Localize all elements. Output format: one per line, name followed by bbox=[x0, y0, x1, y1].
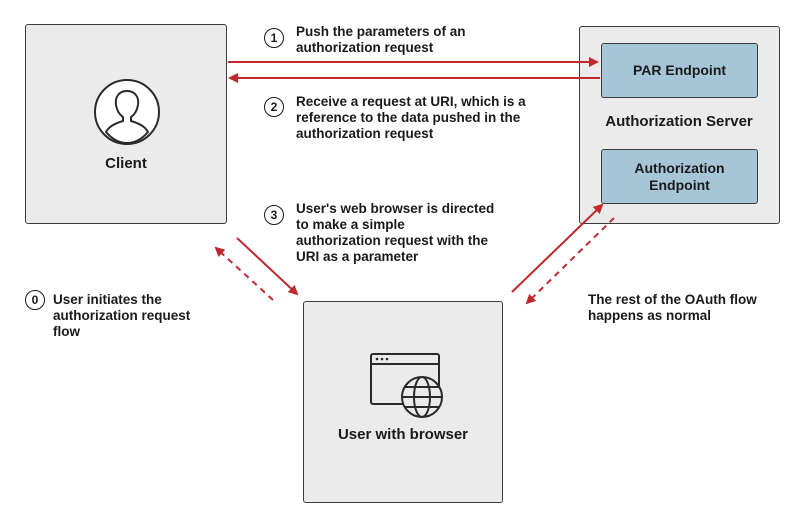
arrow-user-initiates bbox=[214, 246, 274, 301]
arrow-authorization-request bbox=[511, 203, 604, 293]
step-0-line: User initiates the bbox=[53, 292, 162, 307]
authorization-endpoint-box: Authorization Endpoint bbox=[601, 149, 758, 204]
step-0-line: authorization request bbox=[53, 308, 191, 323]
step-1-badge: 1 bbox=[264, 28, 284, 48]
authorization-endpoint-label-line1: Authorization bbox=[634, 159, 725, 176]
arrow-rest-of-flow bbox=[525, 217, 615, 305]
rest-of-flow-line: The rest of the OAuth flow bbox=[588, 292, 757, 307]
step-2-line: Receive a request at URI, which is a bbox=[296, 94, 526, 109]
authorization-server-label: Authorization Server bbox=[605, 113, 753, 130]
arrow-redirect-browser bbox=[236, 237, 299, 296]
step-3-badge: 3 bbox=[264, 205, 284, 225]
user-browser-box: User with browser bbox=[303, 301, 503, 503]
authorization-server-box: PAR Endpoint Authorization Server Author… bbox=[579, 26, 780, 224]
step-1-text: Push the parameters of an authorization … bbox=[296, 24, 466, 56]
step-2-line: authorization request bbox=[296, 126, 434, 141]
step-0-badge: 0 bbox=[25, 290, 45, 310]
step-1-line: authorization request bbox=[296, 40, 434, 55]
step-1-line: Push the parameters of an bbox=[296, 24, 466, 39]
browser-globe-icon bbox=[370, 353, 443, 418]
step-0-text: User initiates the authorization request… bbox=[53, 292, 190, 340]
step-2-text: Receive a request at URI, which is a ref… bbox=[296, 94, 526, 142]
step-3-line: authorization request with the bbox=[296, 233, 489, 248]
step-2-line: reference to the data pushed in the bbox=[296, 110, 521, 125]
step-3-text: User's web browser is directed to make a… bbox=[296, 201, 494, 265]
rest-of-flow-text: The rest of the OAuth flow happens as no… bbox=[588, 292, 757, 324]
client-label: Client bbox=[105, 155, 147, 172]
authorization-endpoint-label-line2: Endpoint bbox=[649, 176, 710, 193]
user-avatar-icon bbox=[94, 79, 160, 145]
rest-of-flow-line: happens as normal bbox=[588, 308, 712, 323]
client-box: Client bbox=[25, 24, 227, 224]
step-3-line: User's web browser is directed bbox=[296, 201, 495, 216]
par-endpoint-label: PAR Endpoint bbox=[632, 62, 727, 78]
par-endpoint-box: PAR Endpoint bbox=[601, 43, 758, 98]
step-0-line: flow bbox=[53, 324, 80, 339]
user-browser-label: User with browser bbox=[337, 426, 469, 443]
step-3-line: to make a simple bbox=[296, 217, 405, 232]
step-3-line: URI as a parameter bbox=[296, 249, 419, 264]
step-2-badge: 2 bbox=[264, 97, 284, 117]
